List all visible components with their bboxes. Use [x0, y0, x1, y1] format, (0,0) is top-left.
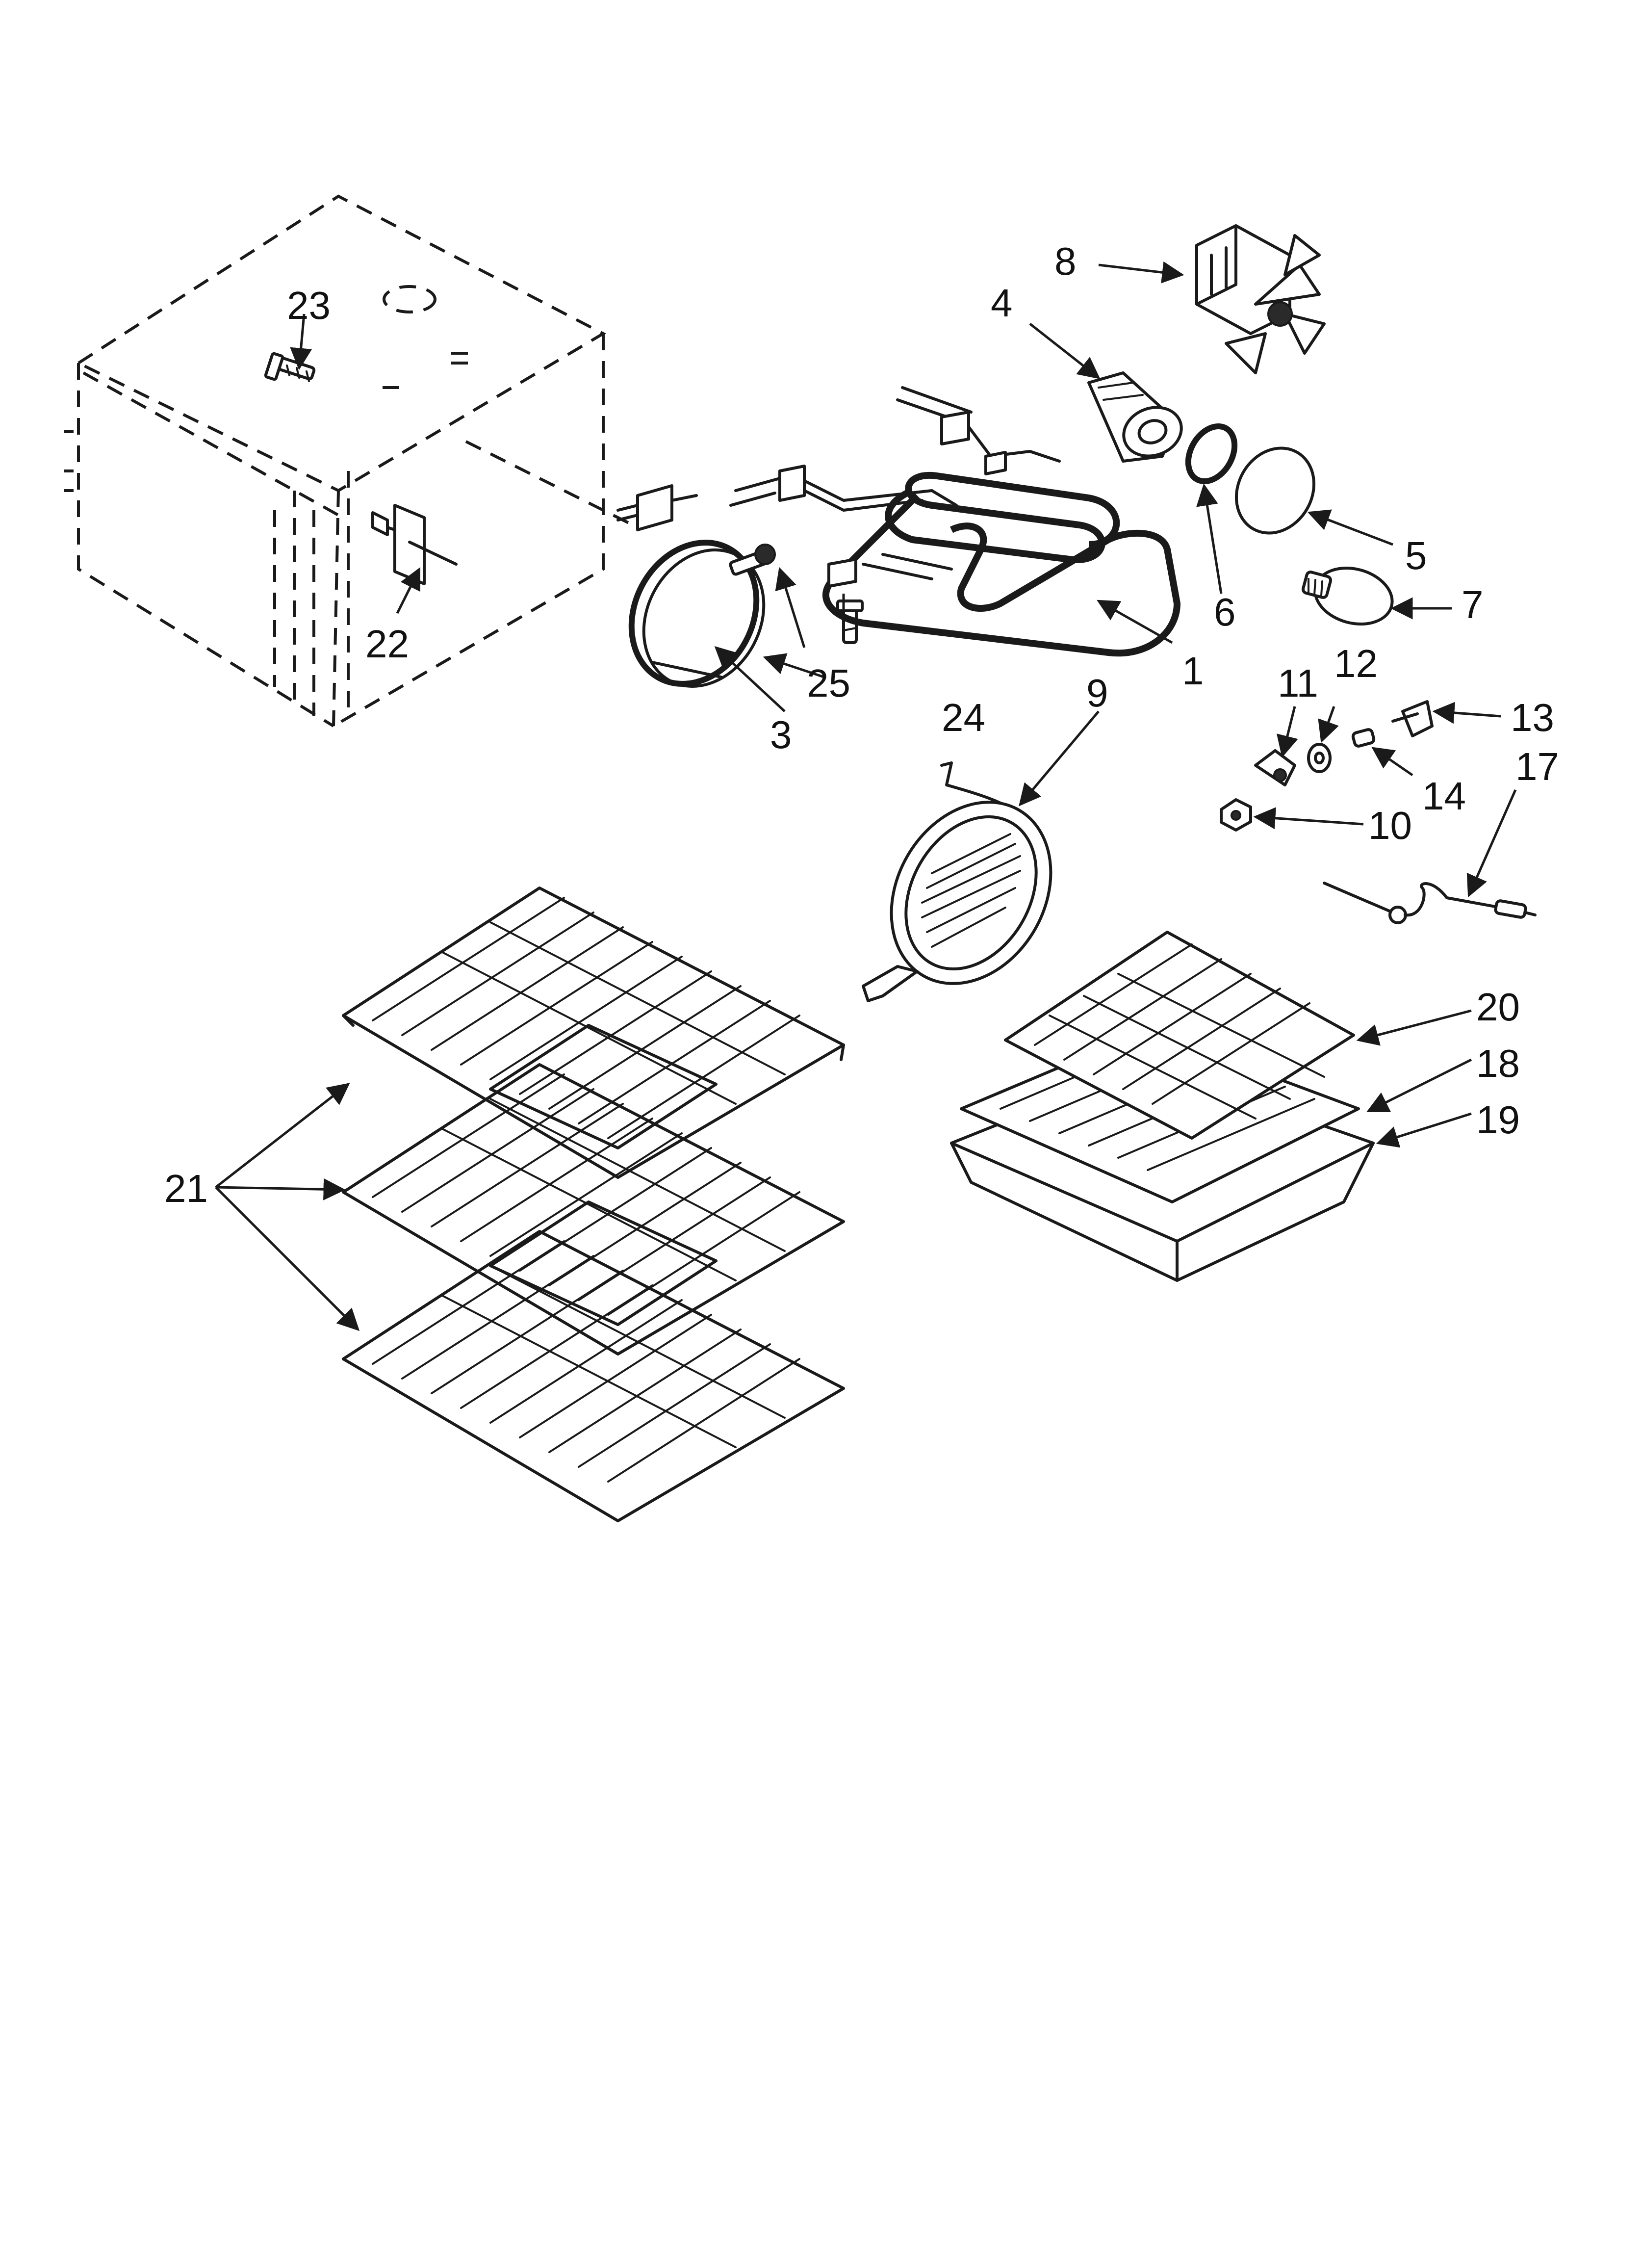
callout-17: 17 — [1515, 745, 1559, 788]
callout-11: 11 — [1278, 661, 1318, 705]
oven-rack-middle — [342, 1063, 845, 1356]
oven-cavity-outline — [64, 194, 634, 728]
callout-23: 23 — [287, 284, 331, 327]
callout-7: 7 — [1462, 583, 1484, 626]
callout-14: 14 — [1422, 774, 1466, 818]
callout-21: 21 — [164, 1167, 208, 1210]
part-10-hex-nut — [1220, 798, 1252, 832]
part-22-bracket — [371, 504, 458, 585]
callout-18: 18 — [1476, 1042, 1520, 1085]
part-14-spacer — [1351, 728, 1376, 748]
callout-5: 5 — [1405, 534, 1427, 577]
callout-4: 4 — [991, 281, 1013, 325]
fan-cover-perforations — [921, 833, 1021, 948]
part-4-lamp-socket — [1087, 371, 1183, 463]
callout-labels: 8 4 23 5 7 6 1 22 25 24 3 9 11 12 13 17 … — [164, 239, 1559, 1210]
callout-13: 13 — [1511, 696, 1554, 739]
callout-24: 24 — [942, 696, 985, 739]
callout-25: 25 — [807, 661, 850, 705]
callout-arrows — [215, 261, 1517, 1331]
part-25-screw — [729, 544, 776, 576]
part-6-gasket — [1185, 423, 1238, 485]
callout-12: 12 — [1334, 642, 1378, 685]
callout-20: 20 — [1476, 985, 1520, 1029]
part-1-bake-element — [729, 386, 1180, 657]
oven-rack-bottom — [342, 1230, 845, 1522]
part-3-circular-element — [616, 484, 766, 688]
callout-22: 22 — [365, 622, 409, 666]
part-21-oven-racks — [342, 886, 845, 1522]
part-9-fan-cover — [862, 761, 1052, 1002]
callout-10: 10 — [1368, 804, 1412, 847]
callout-19: 19 — [1476, 1098, 1520, 1142]
part-12-washer — [1307, 743, 1332, 773]
callout-6: 6 — [1214, 590, 1236, 634]
callout-1: 1 — [1182, 649, 1204, 693]
part-7-light-bulb — [1301, 566, 1394, 626]
part-11-bracket-clip — [1254, 749, 1296, 786]
part-5-lamp-lens — [1234, 446, 1316, 535]
callout-3: 3 — [770, 713, 792, 756]
callout-9: 9 — [1086, 671, 1108, 715]
callout-8: 8 — [1054, 239, 1077, 283]
part-13-lamp-clip — [1391, 700, 1434, 737]
part-23-screw — [264, 352, 316, 382]
oven-rack-top — [342, 886, 845, 1179]
part-8-convection-fan-motor — [1195, 224, 1326, 374]
part-20-broil-pan-insert — [1004, 931, 1355, 1140]
part-17-temperature-probe — [1323, 882, 1537, 924]
